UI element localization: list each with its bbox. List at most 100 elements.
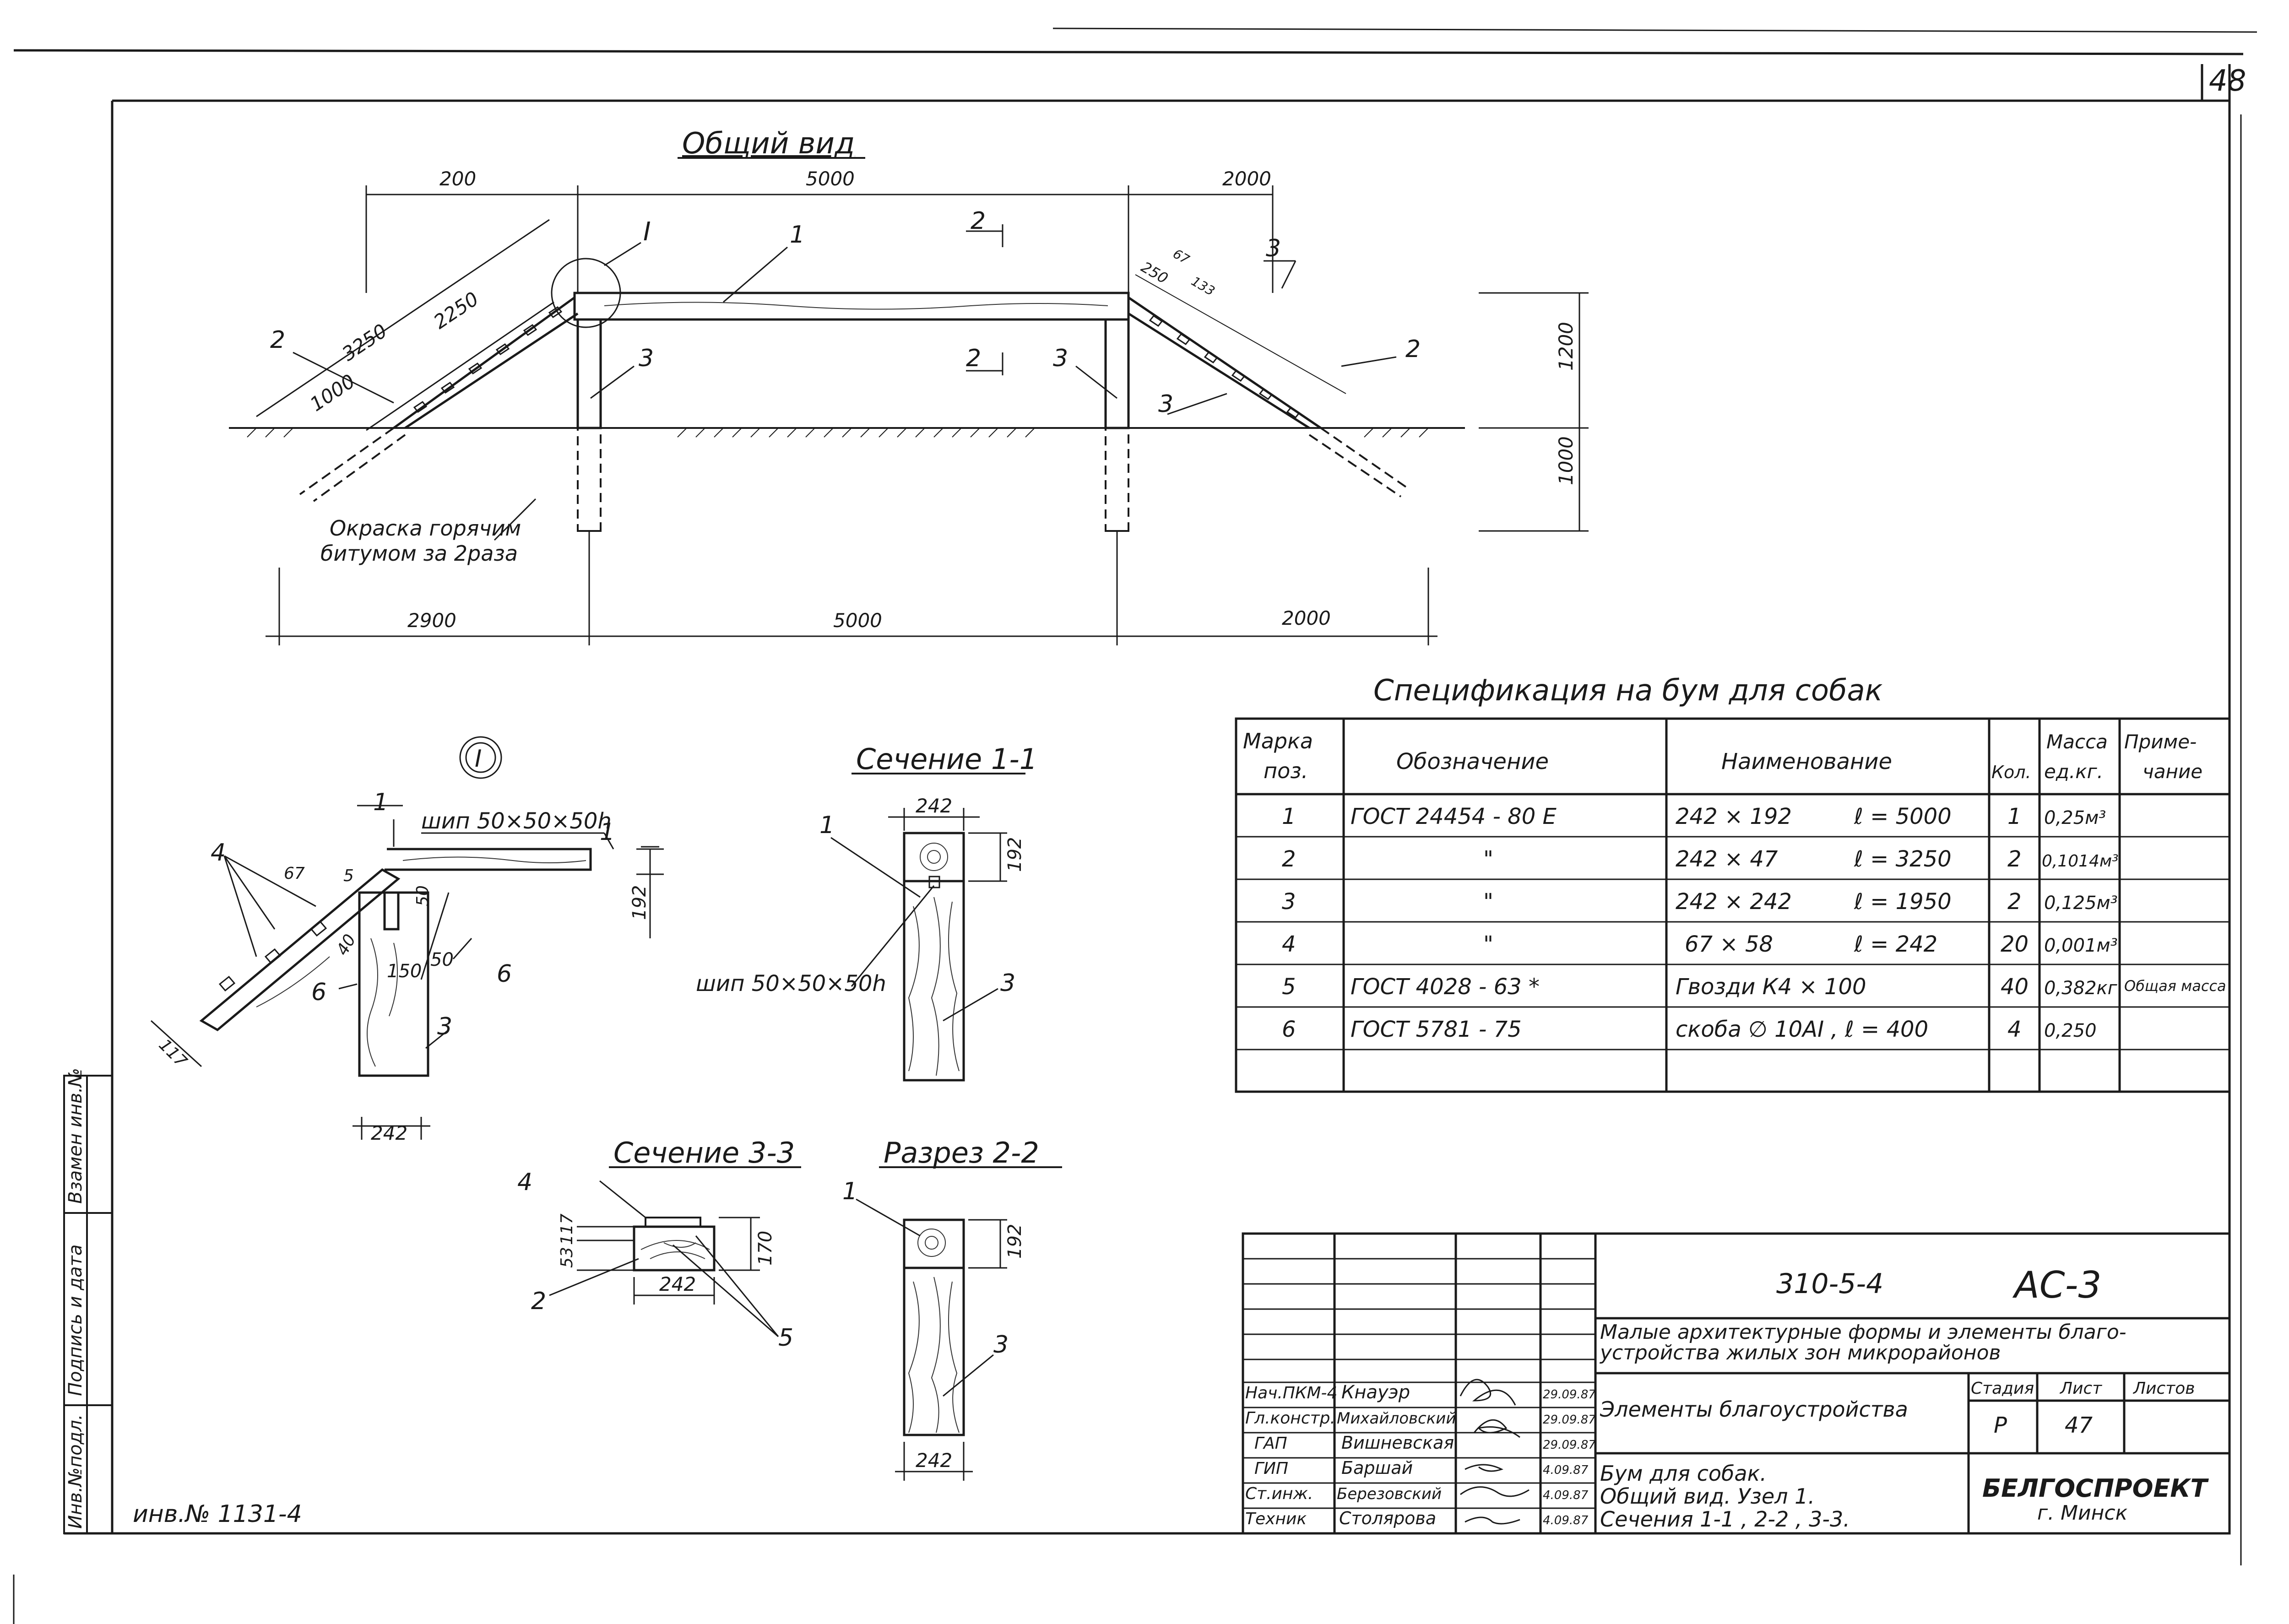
spec-pos: 5 <box>1282 974 1296 1000</box>
section-name: Элементы благоустройства <box>1600 1397 1908 1422</box>
person-name: Кнауэр <box>1341 1382 1410 1403</box>
spec-len: ℓ = 242 <box>1854 931 1937 957</box>
node-dim-192: 192 <box>629 885 650 920</box>
dim-slope-133: 133 <box>1189 273 1218 298</box>
node-callout-3: 3 <box>437 1013 452 1040</box>
stage-value: Р <box>1994 1413 2007 1438</box>
node-callout-4: 4 <box>211 839 226 866</box>
org-name: БЕЛГОСПРОЕКТ <box>1982 1474 2209 1503</box>
project-line1: Малые архитектурные формы и элементы бла… <box>1600 1321 2126 1344</box>
spec-mass: 0,382кг <box>2044 978 2118 999</box>
node-dim-5: 5 <box>343 866 354 885</box>
section-1-1-callout-1: 1 <box>819 812 835 839</box>
spec-pos: 4 <box>1282 931 1296 957</box>
spec-doc: ГОСТ 4028 - 63 * <box>1351 974 1540 1000</box>
spec-len: ℓ = 3250 <box>1854 846 1952 872</box>
spec-size: Гвозди К4 × 100 <box>1676 974 1866 1000</box>
spec-pos: 3 <box>1282 889 1296 915</box>
stamp-replace-inv: Взамен инв.№ <box>65 1068 86 1204</box>
sign-date: 4.09.87 <box>1543 1463 1589 1477</box>
dim-slope-250: 250 <box>1138 258 1171 287</box>
dim-top-0: 200 <box>439 168 476 190</box>
spec-mass: 0,25м³ <box>2044 807 2106 828</box>
spec-mass: 0,1014м³ <box>2042 852 2119 871</box>
spec-doc: ГОСТ 5781 - 75 <box>1351 1017 1522 1042</box>
section-1-1-dim-242: 242 <box>916 795 952 817</box>
node-I-circle <box>551 258 621 328</box>
spec-qty: 20 <box>2001 931 2029 957</box>
sheets-header: Листов <box>2132 1379 2195 1398</box>
spec-qty: 1 <box>2007 804 2022 829</box>
section-1-1: Сечение 1-1 242 192 шип 50×50×50h 1 3 <box>696 742 1037 1082</box>
general-view-title: Общий вид <box>682 127 855 161</box>
callout-pos2-right: 2 <box>1405 336 1421 363</box>
side-stamp <box>63 1075 113 1534</box>
section-2-2-callout-3: 3 <box>993 1331 1009 1359</box>
spec-hdr-name: Наименование <box>1721 749 1892 774</box>
node-callout-1b: 1 <box>373 789 388 816</box>
section-2-top: 2 <box>971 207 986 235</box>
role: Ст.инж. <box>1245 1484 1313 1503</box>
spec-table: Спецификация на бум для собак Марка поз.… <box>1235 674 2231 1093</box>
signature-row: Техник Столярова 4.09.87 <box>1245 1508 1589 1528</box>
spec-hdr-designation: Обозначение <box>1396 749 1549 774</box>
drawing-title-2: Общий вид. Узел 1. <box>1600 1484 1815 1509</box>
spec-size: 242 × 192 <box>1676 804 1792 829</box>
spec-row: 5 ГОСТ 4028 - 63 * Гвозди К4 × 100 40 0,… <box>1282 974 2226 1000</box>
sign-date: 29.09.87 <box>1543 1413 1596 1427</box>
sheet-header: Лист <box>2059 1379 2102 1398</box>
stage-header: Стадия <box>1971 1379 2034 1398</box>
spec-size: 67 × 58 <box>1685 931 1773 957</box>
role: Гл.констр. <box>1245 1409 1335 1428</box>
node-callout-1: 1 <box>600 818 615 846</box>
spec-row: 1 ГОСТ 24454 - 80 Е 242 × 192 ℓ = 5000 1… <box>1282 804 2106 829</box>
spec-doc: " <box>1483 846 1493 872</box>
callout-pos3-right: 3 <box>1053 345 1068 372</box>
section-1-1-callout-3: 3 <box>1000 969 1015 997</box>
spec-size: 242 × 47 <box>1676 846 1778 872</box>
dim-bottom-0: 2900 <box>407 609 456 632</box>
dim-top-1: 5000 <box>806 168 855 190</box>
spec-mass: 0,250 <box>2044 1020 2097 1041</box>
stamp-orig-inv: Инв.№подл. <box>65 1414 86 1529</box>
ramp-left <box>299 296 579 502</box>
node-dim-67: 67 <box>284 864 305 883</box>
node-dim-117: 117 <box>155 1035 191 1071</box>
spec-row: 3 " 242 × 242 ℓ = 1950 2 0,125м³ <box>1282 889 2118 915</box>
section-2-2-dim-242: 242 <box>916 1449 952 1472</box>
section-3-3-dim-117: 117 <box>558 1213 576 1245</box>
spec-hdr-qty: Кол. <box>1991 762 2031 782</box>
section-1-1-title: Сечение 1-1 <box>856 742 1037 776</box>
spec-row: 6 ГОСТ 5781 - 75 скоба ∅ 10АI , ℓ = 400 … <box>1282 1017 2097 1042</box>
org-city: г. Минск <box>2037 1501 2128 1525</box>
spec-qty: 2 <box>2007 889 2022 915</box>
section-2-2-dim-192: 192 <box>1004 1224 1025 1259</box>
node-dim-50b: 50 <box>430 949 454 970</box>
section-1-1-tenon: шип 50×50×50h <box>696 971 886 996</box>
spec-doc: " <box>1483 931 1493 957</box>
spec-qty: 4 <box>2007 1017 2022 1042</box>
section-3-3-dim-242: 242 <box>659 1273 696 1295</box>
spec-pos: 1 <box>1282 804 1296 829</box>
spec-title: Спецификация на бум для собак <box>1373 674 1883 708</box>
spec-len: ℓ = 1950 <box>1854 889 1952 915</box>
spec-hdr-note2: чание <box>2143 760 2202 783</box>
spec-pos: 2 <box>1282 846 1296 872</box>
node-dim-242: 242 <box>371 1122 407 1144</box>
ramp-right <box>1128 296 1411 498</box>
dim-bottom-1: 5000 <box>833 609 882 632</box>
node-dim-50a: 50 <box>413 885 432 906</box>
spec-pos: 6 <box>1282 1017 1296 1042</box>
spec-hdr-pos: поз. <box>1264 758 1308 783</box>
role: ГИП <box>1254 1459 1288 1478</box>
node-callout-6-right: 6 <box>497 960 512 988</box>
node-dim-40: 40 <box>333 931 359 958</box>
spec-size: 242 × 242 <box>1676 889 1792 915</box>
sign-date: 29.09.87 <box>1543 1438 1596 1452</box>
sign-date: 29.09.87 <box>1543 1388 1596 1402</box>
dim-slope-67: 67 <box>1171 246 1193 267</box>
node-tenon-label: шип 50×50×50h <box>421 808 612 834</box>
spec-qty: 40 <box>2001 974 2029 1000</box>
callout-pos2-left: 2 <box>270 326 285 354</box>
